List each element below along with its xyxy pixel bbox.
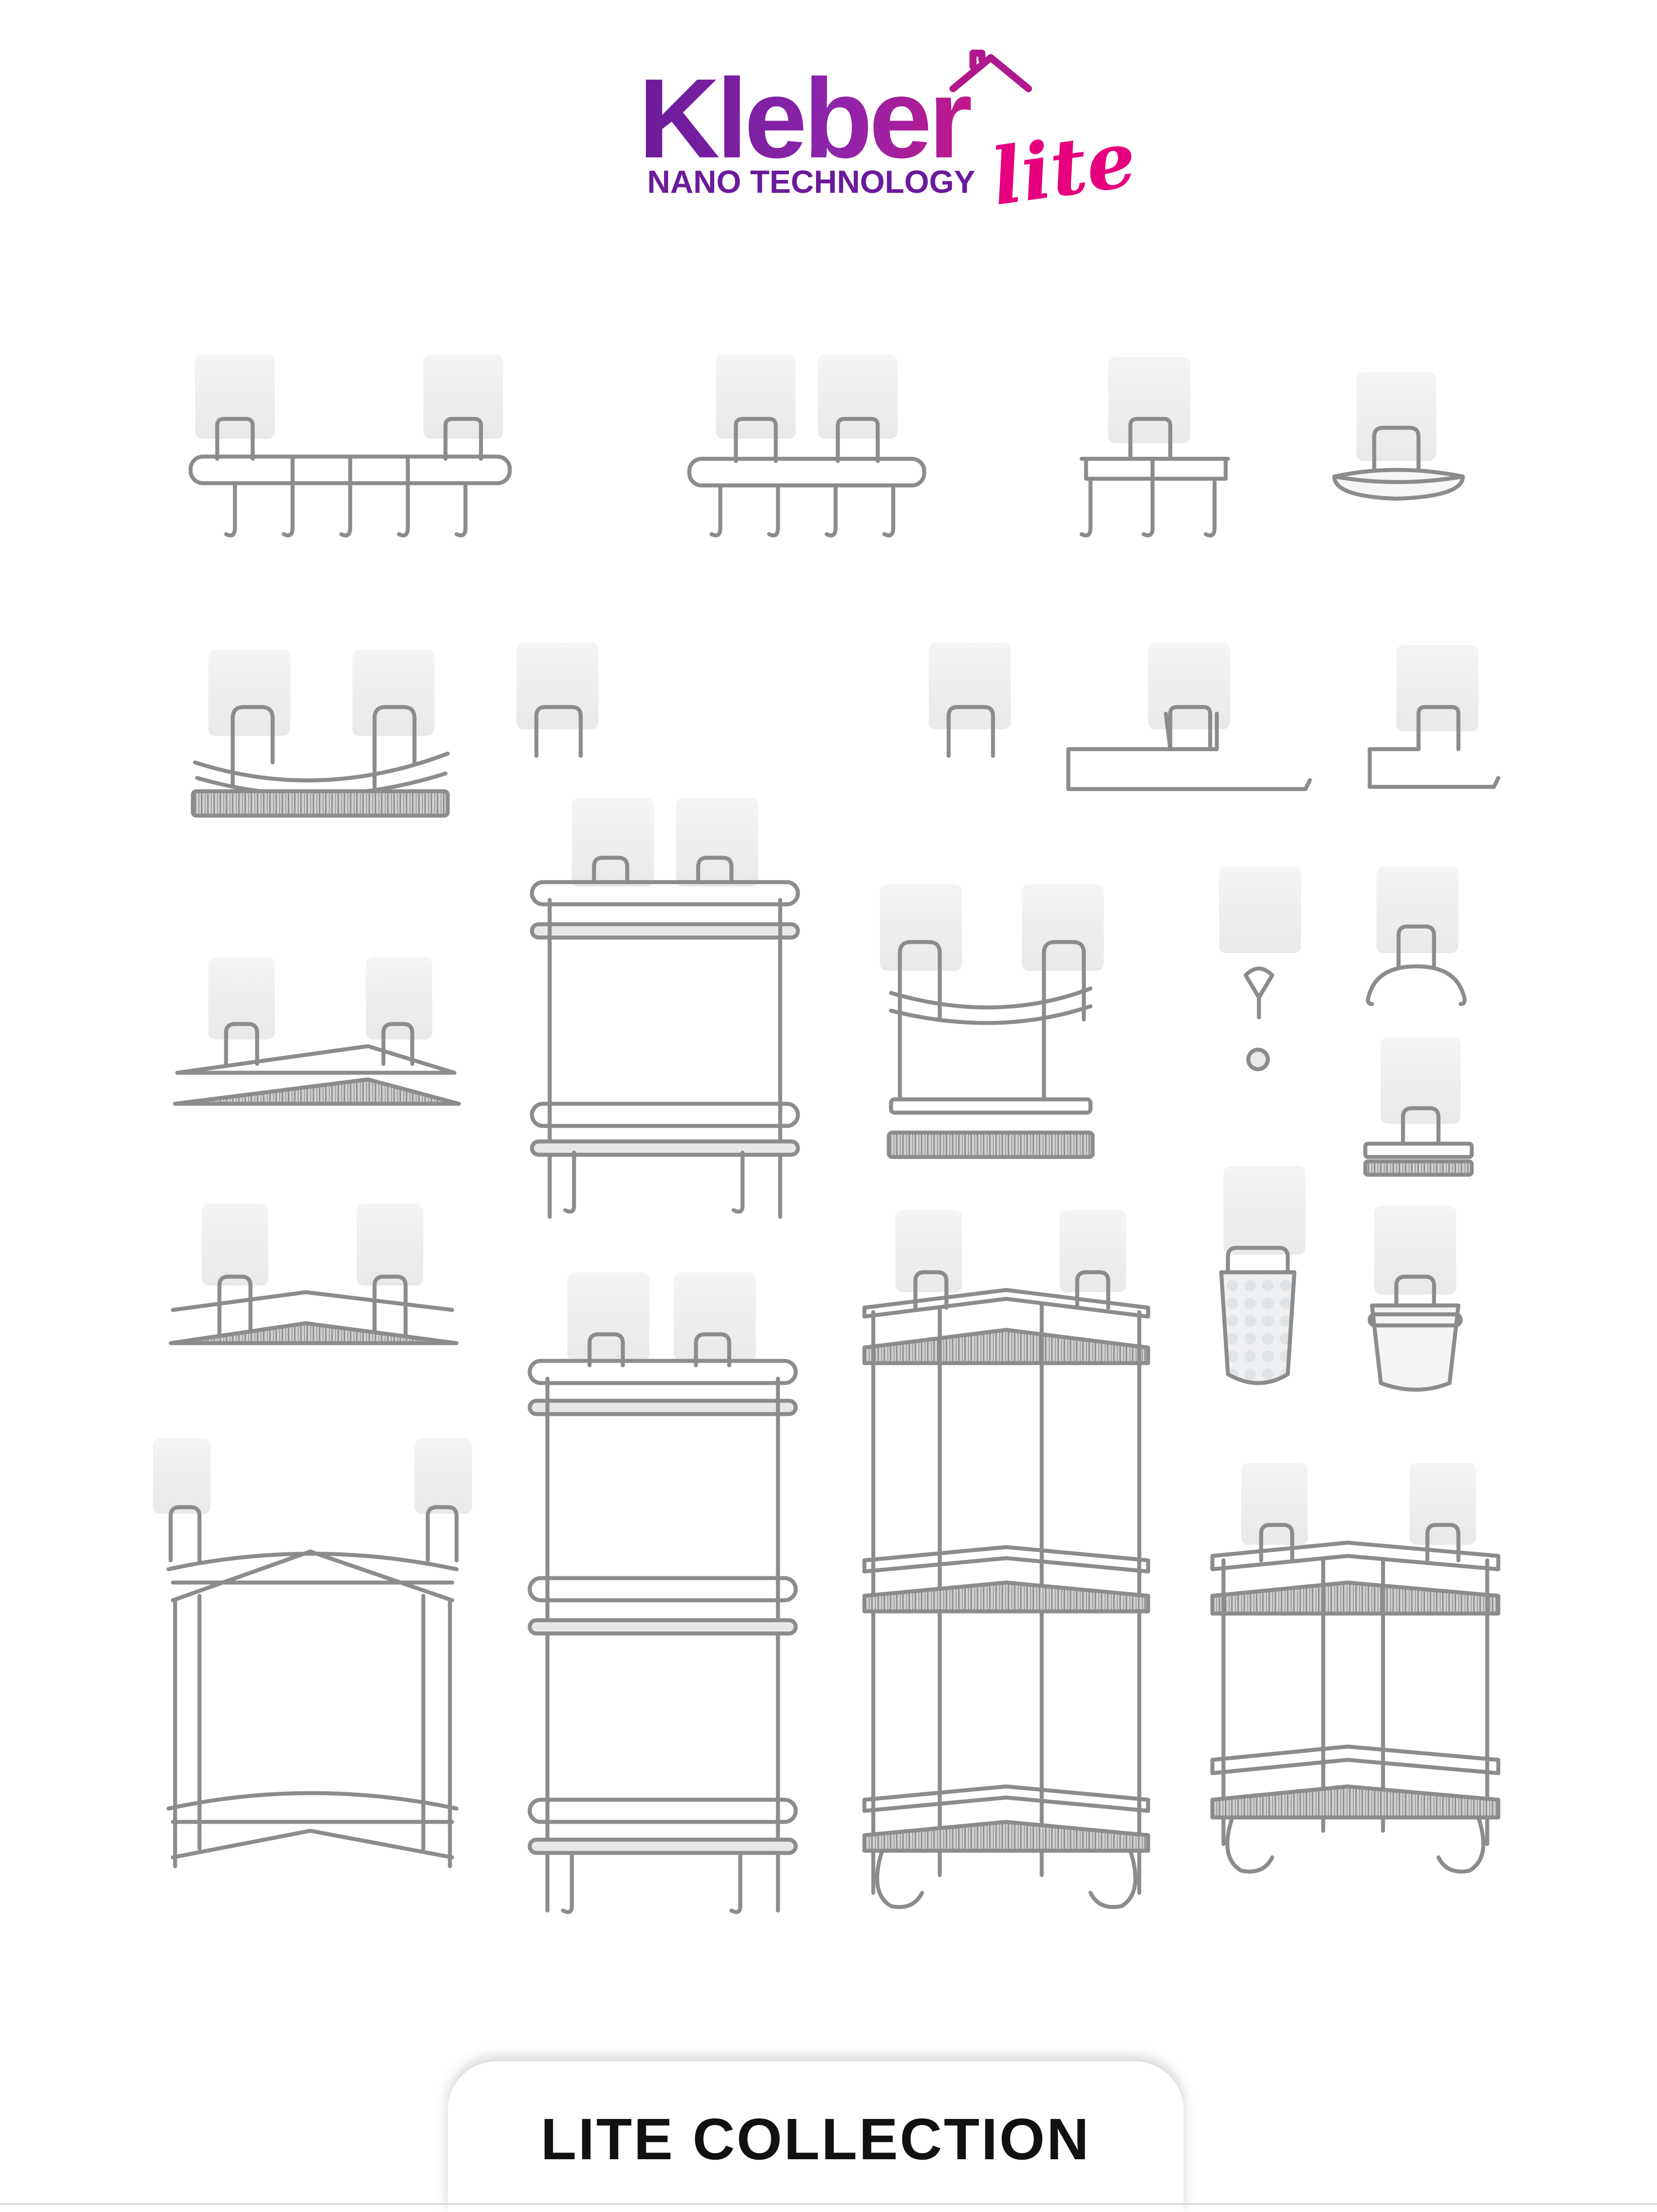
towel-hook-rail-3 xyxy=(1079,357,1230,538)
single-robe-hook xyxy=(1219,867,1301,1020)
three-tier-shelf xyxy=(528,1272,798,1914)
two-tier-shelf xyxy=(530,798,800,1219)
soap-basket-small xyxy=(1363,1037,1474,1177)
tumbler-holder xyxy=(1368,1206,1463,1392)
brand-tagline: NANO TECHNOLOGY xyxy=(647,164,975,200)
brand-name: Kleber xyxy=(638,55,971,182)
soap-dish-holder xyxy=(1332,372,1465,501)
towel-hook-rail-4 xyxy=(687,355,926,538)
towel-ring-small xyxy=(1368,645,1501,789)
footer-banner: LITE COLLECTION xyxy=(448,2061,1184,2212)
towel-ring-large xyxy=(1066,643,1312,791)
collection-title: LITE COLLECTION xyxy=(540,2106,1091,2172)
long-towel-bar xyxy=(516,643,1011,766)
corner-rack-2-tier-hooks xyxy=(1210,1463,1501,1874)
double-robe-hook xyxy=(1366,867,1467,1006)
tall-corner-rack-3-tier xyxy=(862,1210,1150,1909)
kleber-logo: Kleber NANO TECHNOLOGY lite xyxy=(638,50,1141,223)
corner-basket-small xyxy=(173,957,461,1106)
single-tier-wall-basket xyxy=(191,649,450,818)
towel-hook-rail-5 xyxy=(188,355,512,538)
corner-basket-medium xyxy=(168,1204,459,1345)
bottom-divider xyxy=(0,2203,1657,2205)
toilet-brush-holder xyxy=(1219,1047,1305,1385)
two-tier-corner-basket xyxy=(153,1438,472,1868)
house-icon xyxy=(950,50,1032,92)
brand-sub: lite xyxy=(986,113,1141,223)
wall-basket-curved xyxy=(880,884,1104,1159)
